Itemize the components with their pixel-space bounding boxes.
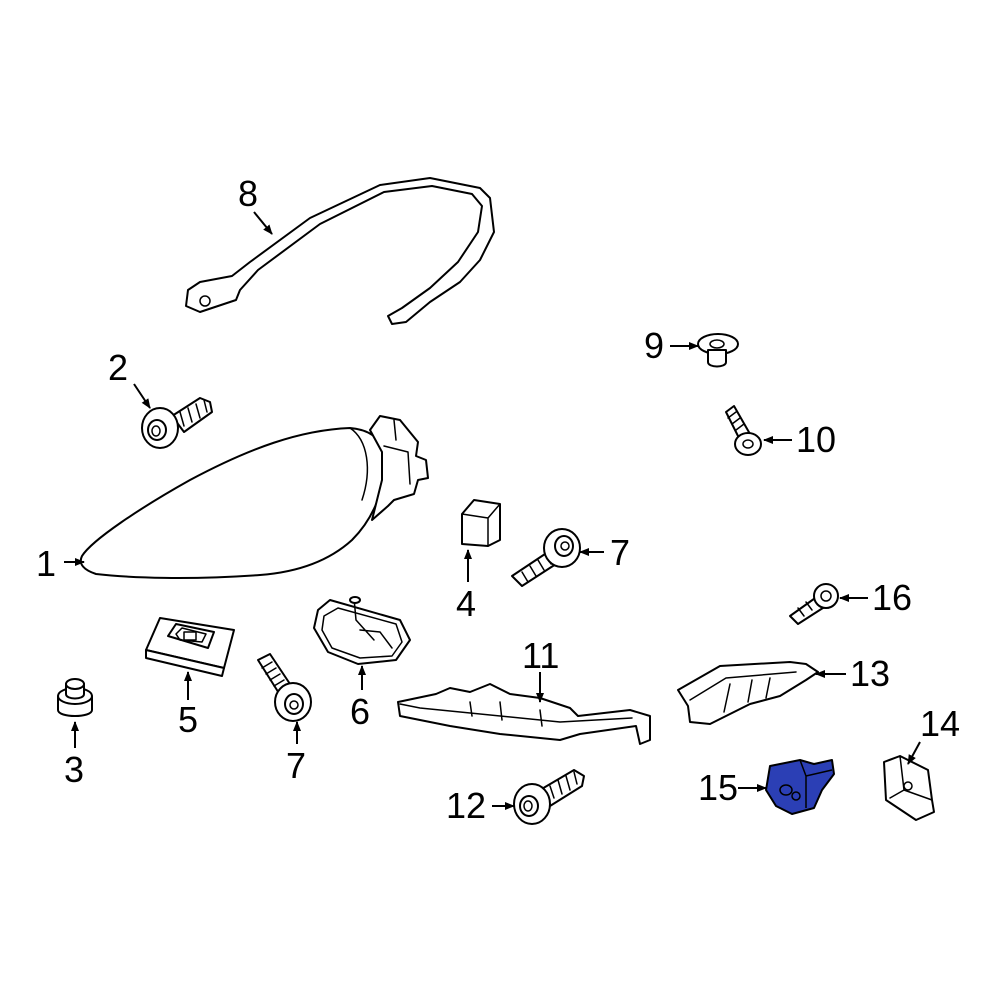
part-5-ballast[interactable]	[145, 617, 235, 677]
part-16-screw[interactable]	[789, 583, 839, 625]
leader-8	[253, 211, 273, 235]
callout-12: 12	[446, 785, 486, 826]
leader-14	[907, 741, 921, 765]
callout-15: 15	[698, 767, 738, 808]
callout-6: 6	[350, 691, 370, 732]
part-15-bracket-highlighted[interactable]	[765, 759, 835, 815]
callout-10: 10	[796, 419, 836, 460]
part-7-screw-upper[interactable]	[511, 528, 581, 587]
part-8-seal[interactable]	[185, 177, 495, 325]
callout-13: 13	[850, 653, 890, 694]
part-2-bolt[interactable]	[141, 397, 213, 449]
leader-2	[133, 383, 151, 409]
callout-7a: 7	[610, 532, 630, 573]
callout-14: 14	[920, 703, 960, 744]
part-12-bolt[interactable]	[513, 769, 585, 825]
callout-11: 11	[522, 635, 559, 676]
callout-5: 5	[178, 699, 198, 740]
callout-2: 2	[108, 347, 128, 388]
part-10-screw[interactable]	[725, 405, 762, 456]
callout-4: 4	[456, 583, 476, 624]
callouts: 1 2 3 4 5 6 7 7 8 9 10 11 12 13 14 15 16	[36, 173, 960, 826]
part-9-nut[interactable]	[697, 333, 739, 368]
part-1-headlamp-assembly[interactable]	[79, 415, 429, 579]
part-7-screw-lower[interactable]	[257, 653, 312, 722]
part-4-module[interactable]	[461, 499, 501, 547]
callout-7b: 7	[286, 745, 306, 786]
part-14-nut[interactable]	[883, 755, 935, 821]
leader-lines	[64, 211, 921, 810]
callout-8: 8	[238, 173, 258, 214]
part-11-bracket[interactable]	[397, 683, 651, 745]
part-13-bracket[interactable]	[677, 661, 819, 725]
callout-16: 16	[872, 577, 912, 618]
callout-1: 1	[36, 543, 56, 584]
callout-9: 9	[644, 325, 664, 366]
part-3-grommet[interactable]	[57, 678, 93, 717]
part-6-cover[interactable]	[313, 596, 411, 665]
callout-3: 3	[64, 749, 84, 790]
